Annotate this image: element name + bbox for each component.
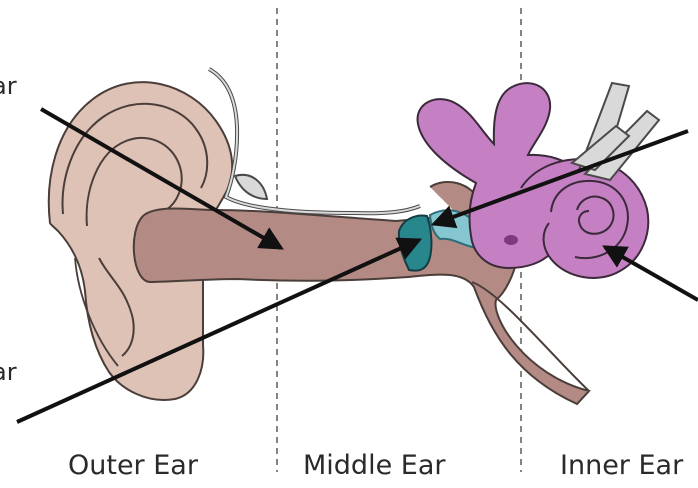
middle-ear-label: Middle Ear <box>303 452 445 479</box>
inner-ear-label: Inner Ear <box>560 452 683 479</box>
outer-ear-label: Outer Ear <box>68 452 198 479</box>
cochlea-pointer-arrow <box>605 247 698 300</box>
top-left-cut-label: ar <box>0 74 17 98</box>
upper-strand-shape <box>209 69 420 213</box>
bottom-left-cut-label: ar <box>0 360 17 384</box>
